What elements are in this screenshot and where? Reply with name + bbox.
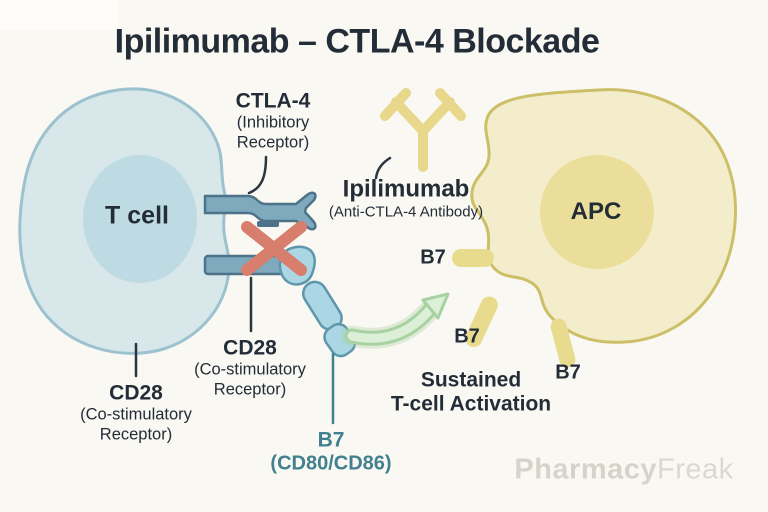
- b7-stub-left-icon: [452, 249, 494, 267]
- b7-mark-bottom: B7: [555, 361, 581, 384]
- b7-stub-mid-icon: [465, 296, 498, 348]
- outcome-line2: T-cell Activation: [390, 392, 552, 415]
- outcome-line1: Sustained: [420, 368, 522, 392]
- ipilimumab-label-name: Ipilimumab: [342, 175, 470, 203]
- antibody-icon: [380, 88, 466, 172]
- t-cell-nucleus: [83, 155, 197, 283]
- page-title: Ipilimumab – CTLA-4 Blockade: [114, 22, 600, 61]
- cd28-left-label-desc2: Receptor): [99, 425, 173, 444]
- t-cell-label: T cell: [105, 201, 169, 230]
- ctla4-label-name: CTLA-4: [235, 89, 311, 113]
- b7-stub-icons: [452, 249, 576, 368]
- ctla4-binding-site-shape: [257, 221, 279, 227]
- ipilimumab-label-desc: (Anti-CTLA-4 Antibody): [328, 203, 484, 221]
- ctla4-pointer-line: [247, 155, 268, 195]
- watermark-light: Freak: [657, 453, 734, 486]
- cd28-mid-label-name: CD28: [223, 336, 277, 360]
- apc-shape: [452, 88, 737, 368]
- ctla4-label-desc2: Receptor): [236, 133, 310, 152]
- ctla4-label: CTLA-4 (Inhibitory Receptor): [236, 89, 311, 152]
- cd28-left-label: CD28 (Co-stimulatory Receptor): [80, 381, 192, 444]
- apc-nucleus: [540, 155, 654, 269]
- t-cell-shape: [18, 87, 231, 355]
- ipilimumab-pointer-line: [374, 156, 392, 180]
- b7-ligand-label-name: B7: [317, 428, 345, 452]
- cd28-mid-label-desc1: (Co-stimulatory: [194, 360, 306, 379]
- outcome-label: Sustained T-cell Activation: [391, 368, 551, 415]
- background-highlight: [0, 0, 118, 30]
- ipilimumab-label: Ipilimumab (Anti-CTLA-4 Antibody): [329, 176, 483, 221]
- b7-ligand-chain-shape: [278, 245, 357, 358]
- watermark-bold: Pharmacy: [514, 453, 658, 486]
- b7-ligand-label-desc: (CD80/CD86): [270, 452, 392, 475]
- ctla4-receptor-shape: [203, 191, 317, 231]
- b7-mark-left: B7: [420, 246, 446, 269]
- b7-ligand-label: B7 (CD80/CD86): [270, 428, 391, 475]
- cd28-left-label-name: CD28: [109, 381, 163, 405]
- b7-stub-bottom-icon: [550, 318, 576, 368]
- cd28-mid-label-desc2: Receptor): [213, 380, 287, 399]
- cd28-left-label-desc1: (Co-stimulatory: [80, 405, 192, 424]
- ctla4-label-desc1: (Inhibitory: [236, 113, 310, 132]
- pointer-lines: [134, 155, 392, 378]
- watermark: PharmacyFreak: [514, 453, 733, 486]
- cd28-mid-label: CD28 (Co-stimulatory Receptor): [194, 336, 306, 399]
- activation-arrow-icon: [341, 292, 450, 349]
- blocked-x-icon: [241, 221, 307, 276]
- b7-mark-mid: B7: [454, 325, 480, 348]
- apc-label: APC: [570, 198, 622, 226]
